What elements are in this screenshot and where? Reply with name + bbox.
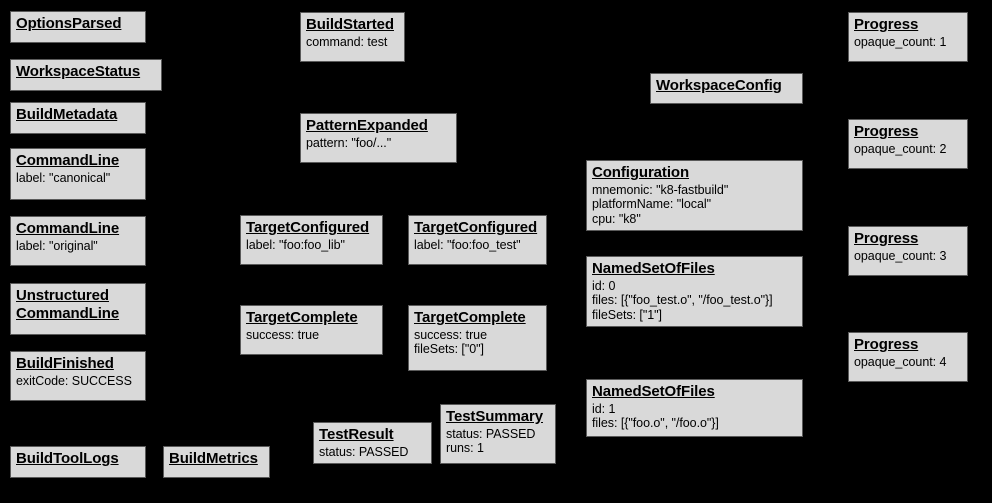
node-title: Progress [854, 16, 919, 33]
node-fields: label: "original" [16, 239, 140, 254]
node-field: success: true [246, 327, 319, 342]
node-title: Progress [854, 123, 919, 140]
node-unstructured-command-line[interactable]: Unstructured CommandLine [10, 283, 146, 335]
node-field: runs: 1 [446, 441, 484, 456]
node-title: TargetComplete [414, 309, 526, 326]
node-field: id: 0 [592, 278, 616, 293]
node-build-metrics[interactable]: BuildMetrics [163, 446, 270, 478]
node-field: label: "canonical" [16, 170, 111, 185]
node-field: label: "foo:foo_lib" [246, 237, 345, 252]
node-field: opaque_count: 4 [854, 354, 947, 369]
node-field: status: PASSED [319, 444, 409, 459]
node-field: opaque_count: 2 [854, 141, 947, 156]
node-title: BuildMetadata [16, 106, 118, 123]
node-fields: exitCode: SUCCESS [16, 374, 140, 389]
node-field: exitCode: SUCCESS [16, 373, 132, 388]
node-title: BuildStarted [306, 16, 394, 33]
node-fields: mnemonic: "k8-fastbuild"platformName: "l… [592, 183, 797, 227]
node-title: PatternExpanded [306, 117, 428, 134]
node-title: NamedSetOfFiles [592, 383, 715, 400]
node-fields: command: test [306, 35, 399, 50]
node-field: pattern: "foo/..." [306, 135, 392, 150]
node-title: Progress [854, 336, 919, 353]
node-field: fileSets: ["1"] [592, 308, 662, 323]
node-field: files: [{"foo_test.o", "/foo_test.o"}] [592, 293, 773, 308]
node-fields: pattern: "foo/..." [306, 136, 451, 151]
node-fields: opaque_count: 3 [854, 249, 962, 264]
node-field: label: "original" [16, 238, 98, 253]
node-title: WorkspaceStatus [16, 63, 141, 80]
node-title: Progress [854, 230, 919, 247]
node-field: files: [{"foo.o", "/foo.o"}] [592, 416, 719, 431]
node-field: opaque_count: 3 [854, 248, 947, 263]
node-fields: label: "foo:foo_test" [414, 238, 541, 253]
node-field: success: true [414, 327, 487, 342]
node-field: id: 1 [592, 401, 616, 416]
node-fields: label: "foo:foo_lib" [246, 238, 377, 253]
node-title: TestSummary [446, 408, 543, 425]
node-fields: opaque_count: 1 [854, 35, 962, 50]
node-field: opaque_count: 1 [854, 34, 947, 49]
node-title: Unstructured CommandLine [16, 287, 120, 322]
node-title: CommandLine [16, 220, 120, 237]
node-fields: status: PASSED [319, 445, 426, 460]
node-fields: label: "canonical" [16, 171, 140, 186]
node-title: CommandLine [16, 152, 120, 169]
node-build-metadata[interactable]: BuildMetadata [10, 102, 146, 134]
node-field: platformName: "local" [592, 197, 711, 212]
node-field: label: "foo:foo_test" [414, 237, 521, 252]
node-field: status: PASSED [446, 426, 536, 441]
node-title: OptionsParsed [16, 15, 122, 32]
node-fields: opaque_count: 4 [854, 355, 962, 370]
node-title: BuildToolLogs [16, 450, 119, 467]
node-options-parsed[interactable]: OptionsParsed [10, 11, 146, 43]
node-workspace-config[interactable]: WorkspaceConfig [650, 73, 803, 104]
node-field: command: test [306, 34, 388, 49]
node-title: WorkspaceConfig [656, 77, 782, 94]
node-title: BuildMetrics [169, 450, 258, 467]
node-field: mnemonic: "k8-fastbuild" [592, 182, 729, 197]
node-title: NamedSetOfFiles [592, 260, 715, 277]
node-field: fileSets: ["0"] [414, 342, 484, 357]
node-field: cpu: "k8" [592, 212, 641, 227]
node-title: Configuration [592, 164, 690, 181]
node-build-tool-logs[interactable]: BuildToolLogs [10, 446, 146, 478]
node-title: TestResult [319, 426, 394, 443]
node-title: TargetConfigured [414, 219, 538, 236]
node-workspace-status[interactable]: WorkspaceStatus [10, 59, 162, 91]
node-title: BuildFinished [16, 355, 114, 372]
node-title: TargetComplete [246, 309, 358, 326]
node-fields: success: true [246, 328, 377, 343]
node-fields: opaque_count: 2 [854, 142, 962, 157]
node-title: TargetConfigured [246, 219, 370, 236]
